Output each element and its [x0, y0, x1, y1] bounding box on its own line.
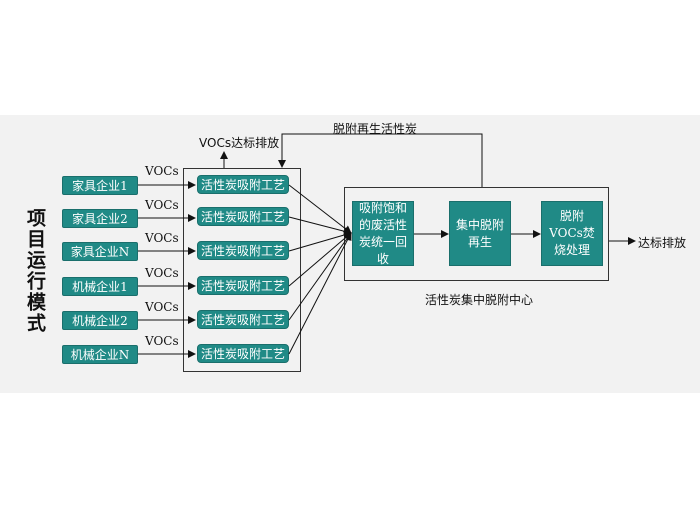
arrow-line: [288, 232, 352, 321]
vertical-title: 项目运行模式: [24, 208, 46, 334]
arrow-line: [288, 216, 352, 236]
enterprise-box: 机械企业2: [62, 311, 138, 330]
emission-label: VOCs达标排放: [199, 136, 280, 150]
center-caption: 活性炭集中脱附中心: [425, 293, 534, 307]
enterprise-box: 家具企业N: [62, 242, 138, 261]
arrow-line: [288, 232, 352, 287]
adsorption-process-box: 活性炭吸附工艺: [197, 175, 289, 194]
recycle-step-box: 吸附饱和的废活性炭统一回收: [352, 201, 414, 266]
enterprise-box: 机械企业1: [62, 277, 138, 296]
arrow-line: [288, 232, 352, 355]
enterprise-box: 家具企业1: [62, 176, 138, 195]
enterprise-box: 机械企业N: [62, 345, 138, 364]
vocs-label: VOCs: [145, 164, 179, 178]
adsorption-process-box: 活性炭吸附工艺: [197, 344, 289, 363]
arrow-line: [288, 184, 352, 234]
vocs-label: VOCs: [145, 231, 179, 245]
adsorption-process-box: 活性炭吸附工艺: [197, 276, 289, 295]
vocs-label: VOCs: [145, 198, 179, 212]
adsorption-process-box: 活性炭吸附工艺: [197, 207, 289, 226]
incineration-step-box: 脱附VOCs焚烧处理: [541, 201, 603, 266]
arrow-line: [288, 231, 352, 252]
process-group-frame: [183, 168, 301, 372]
regeneration-loop-arrow: [278, 133, 483, 187]
regeneration-label: 脱附再生活性炭: [333, 122, 418, 136]
final-output-label: 达标排放: [638, 236, 687, 250]
adsorption-process-box: 活性炭吸附工艺: [197, 310, 289, 329]
adsorption-process-box: 活性炭吸附工艺: [197, 241, 289, 260]
vocs-label: VOCs: [145, 266, 179, 280]
regeneration-step-box: 集中脱附再生: [449, 201, 511, 266]
enterprise-box: 家具企业2: [62, 209, 138, 228]
vocs-label: VOCs: [145, 300, 179, 314]
vocs-label: VOCs: [145, 334, 179, 348]
